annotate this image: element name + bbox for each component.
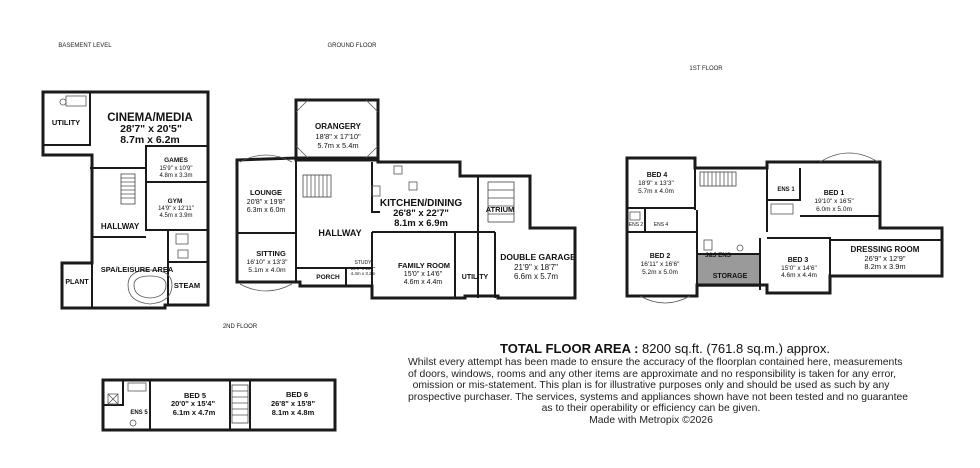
credit-line: Made with Metropix ©2026 bbox=[589, 414, 713, 426]
room-dim-study-metric: 4.4m x 3.2m bbox=[351, 271, 376, 276]
room-dim-lounge-metric: 6.3m x 6.0m bbox=[247, 207, 286, 214]
basement-plan: UTILITY CINEMA/MEDIA 28'7" x 20'5" 8.7m … bbox=[41, 90, 210, 310]
room-name-games: GAMES bbox=[164, 157, 189, 164]
ground-floor-plan: ORANGERY 18'8" x 17'10" 5.7m x 5.4m LOUN… bbox=[235, 98, 577, 300]
room-name-bed1: BED 1 bbox=[824, 190, 845, 197]
room-name-orangery: ORANGERY bbox=[315, 122, 362, 131]
room-dim-games-metric: 4.8m x 3.3m bbox=[159, 173, 192, 179]
room-dim-bed3-metric: 4.6m x 4.4m bbox=[781, 272, 817, 279]
disclaimer: Whilst every attempt has been made to en… bbox=[408, 357, 909, 427]
room-name-bed6: BED 6 bbox=[286, 390, 308, 399]
room-dim-bed5-metric: 6.1m x 4.7m bbox=[173, 408, 216, 417]
room-dim-sitting-metric: 5.1m x 4.0m bbox=[248, 267, 286, 274]
room-dim-gym-imperial: 14'9" x 12'11" bbox=[158, 206, 194, 212]
room-dim-bed6-imperial: 26'8" x 15'8" bbox=[271, 399, 315, 408]
room-dim-bed3-imperial: 15'0" x 14'6" bbox=[781, 265, 817, 272]
room-name-kitchen: KITCHEN/DINING bbox=[380, 198, 462, 209]
room-dim-bed5-imperial: 20'0" x 15'4" bbox=[171, 399, 215, 408]
room-name-cinema: CINEMA/MEDIA bbox=[107, 112, 193, 124]
room-dim-gym-metric: 4.5m x 3.9m bbox=[159, 213, 192, 219]
room-dim-games-imperial: 15'9" x 10'9" bbox=[160, 166, 193, 172]
room-name-sitting: SITTING bbox=[256, 249, 286, 258]
room-dim-garage-metric: 6.6m x 5.7m bbox=[514, 272, 558, 281]
room-name-storage: STORAGE bbox=[713, 273, 748, 280]
first-stairs bbox=[699, 171, 737, 187]
room-dim-bed1-metric: 6.0m x 5.0m bbox=[816, 206, 852, 213]
room-dim-dressing-imperial: 26'9" x 12'9" bbox=[864, 254, 905, 263]
storage-area bbox=[697, 254, 760, 287]
ground-stairs bbox=[302, 174, 515, 223]
room-name-ens4: ENS 4 bbox=[654, 222, 669, 228]
room-name-ens2: ENS 2 bbox=[629, 222, 644, 228]
disclaimer-line: of doors, windows, rooms and any other i… bbox=[408, 368, 897, 380]
room-name-ens5: ENS 5 bbox=[130, 410, 148, 416]
disclaimer-line: prospective purchaser. The services, sys… bbox=[408, 391, 909, 403]
room-name-gym: GYM bbox=[168, 198, 183, 205]
room-name-bed5: BED 5 bbox=[184, 391, 206, 400]
disclaimer-line: Whilst every attempt has been made to en… bbox=[408, 357, 903, 368]
room-dim-family-imperial: 15'0" x 14'6" bbox=[404, 271, 443, 278]
room-dim-bed4-metric: 5.7m x 4.0m bbox=[638, 188, 674, 195]
level-label-ground: GROUND FLOOR bbox=[327, 43, 377, 49]
room-name-garage: DOUBLE GARAGE bbox=[500, 252, 576, 262]
disclaimer-line: omission or mis-statement. This plan is … bbox=[412, 380, 890, 392]
room-name-bed2: BED 2 bbox=[650, 253, 671, 260]
room-dim-dressing-metric: 8.2m x 3.9m bbox=[864, 262, 905, 271]
room-name-dressing: DRESSING ROOM bbox=[851, 245, 920, 254]
room-dim-bed4-imperial: 18'9" x 13'3" bbox=[638, 180, 674, 187]
room-name-bed4: BED 4 bbox=[647, 172, 668, 179]
room-dim-study-imperial: 14'6" x 10'7" bbox=[351, 266, 376, 271]
room-dim-bed2-metric: 5.2m x 5.0m bbox=[642, 269, 678, 276]
room-name-utility-ground: UTILITY bbox=[462, 274, 489, 281]
room-name-hallway-ground: HALLWAY bbox=[318, 228, 361, 238]
total-floor-area: TOTAL FLOOR AREA : 8200 sq.ft. (761.8 sq… bbox=[500, 341, 830, 356]
level-label-first: 1ST FLOOR bbox=[689, 66, 723, 72]
room-dim-garage-imperial: 21'9" x 18'7" bbox=[514, 263, 558, 272]
room-dim-bed1-imperial: 19'10" x 16'5" bbox=[814, 198, 854, 205]
total-floor-area-label: TOTAL FLOOR AREA : bbox=[500, 341, 639, 356]
room-dim-orangery-imperial: 18'8" x 17'10" bbox=[315, 132, 361, 141]
room-name-hallway-basement: HALLWAY bbox=[101, 222, 140, 231]
room-name-atrium: ATRIUM bbox=[486, 205, 515, 214]
total-floor-area-value: 8200 sq.ft. (761.8 sq.m.) approx. bbox=[642, 341, 830, 356]
level-label-basement: BASEMENT LEVEL bbox=[58, 43, 112, 49]
room-dim-cinema-metric: 8.7m x 6.2m bbox=[120, 134, 180, 146]
room-name-study: STUDY bbox=[355, 260, 373, 266]
room-name-jj-ens: J&J ENS bbox=[705, 252, 731, 259]
room-dim-sitting-imperial: 16'10" x 13'3" bbox=[246, 259, 288, 266]
basement-stairs bbox=[120, 173, 136, 205]
room-name-family: FAMILY ROOM bbox=[398, 261, 450, 270]
room-name-spa: SPA/LEISURE AREA bbox=[101, 265, 174, 274]
room-dim-orangery-metric: 5.7m x 5.4m bbox=[317, 141, 358, 150]
second-stairs bbox=[231, 384, 249, 424]
disclaimer-line: as to their operability or efficiency ca… bbox=[541, 403, 761, 415]
room-name-plant: PLANT bbox=[65, 279, 89, 286]
second-floor-plan: ENS 5 BED 5 20'0" x 15'4" 6.1m x 4.7m BE… bbox=[101, 378, 337, 432]
room-dim-kitchen-metric: 8.1m x 6.9m bbox=[394, 218, 448, 229]
first-floor-plan: BED 4 18'9" x 13'3" 5.7m x 4.0m ENS 1 BE… bbox=[625, 152, 944, 304]
room-dim-bed6-metric: 8.1m x 4.8m bbox=[272, 408, 315, 417]
room-name-ens1: ENS 1 bbox=[777, 187, 795, 193]
room-dim-bed2-imperial: 16'11" x 16'6" bbox=[641, 261, 680, 268]
hot-tub-shape bbox=[127, 269, 173, 305]
room-name-porch: PORCH bbox=[316, 274, 340, 281]
room-name-lounge: LOUNGE bbox=[250, 188, 282, 197]
room-name-utility-basement: UTILITY bbox=[52, 118, 80, 127]
room-name-bed3: BED 3 bbox=[788, 257, 809, 264]
room-dim-cinema-imperial: 28'7" x 20'5" bbox=[120, 123, 182, 135]
level-label-second: 2ND FLOOR bbox=[223, 324, 258, 330]
room-name-steam: STEAM bbox=[174, 281, 200, 290]
room-dim-kitchen-imperial: 26'8" x 22'7" bbox=[393, 208, 449, 219]
room-dim-family-metric: 4.6m x 4.4m bbox=[404, 279, 443, 286]
room-dim-lounge-imperial: 20'8" x 19'8" bbox=[247, 199, 286, 206]
